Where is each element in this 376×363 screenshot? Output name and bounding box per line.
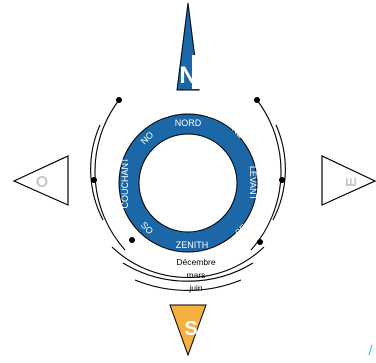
- label-levant: LEVANT: [248, 166, 258, 201]
- arc-right-2: [272, 124, 286, 221]
- east-arrow: E: [321, 155, 376, 206]
- arc-bottom-2: [122, 262, 254, 282]
- dot-mid-left: [91, 177, 97, 183]
- season-label-3: juin: [188, 283, 203, 293]
- arc-bottom-3: [134, 279, 242, 291]
- west-arrow-glyph: O: [36, 174, 48, 191]
- label-couchant: COUCHANT: [120, 157, 130, 209]
- season-label-2: mars: [187, 270, 206, 280]
- dot-lower-left: [129, 237, 135, 243]
- arc-left-1: [94, 99, 126, 251]
- compass-ring: [118, 113, 258, 253]
- season-label-1: Décembre: [176, 257, 215, 267]
- north-arrow: N: [176, 2, 204, 91]
- dot-upper-right: [254, 97, 260, 103]
- dot-mid-right: [279, 177, 285, 183]
- label-zenith: ZENITH: [176, 240, 209, 250]
- west-arrow: O: [12, 155, 69, 206]
- south-arrow: S: [169, 304, 207, 357]
- east-arrow-glyph: E: [343, 177, 360, 187]
- arc-left-2: [90, 124, 104, 221]
- arc-bottom-1: [111, 246, 265, 279]
- corner-mark: [368, 344, 373, 356]
- north-arrow-glyph: N: [179, 62, 196, 89]
- south-arrow-glyph: S: [184, 318, 197, 340]
- dot-upper-left: [116, 97, 122, 103]
- season-labels: Décembre mars juin: [176, 257, 215, 293]
- arc-dots: [91, 97, 285, 245]
- outer-arcs: [90, 99, 286, 291]
- dot-lower-right: [257, 239, 263, 245]
- label-nord: NORD: [175, 118, 202, 128]
- arc-right-1: [250, 99, 282, 251]
